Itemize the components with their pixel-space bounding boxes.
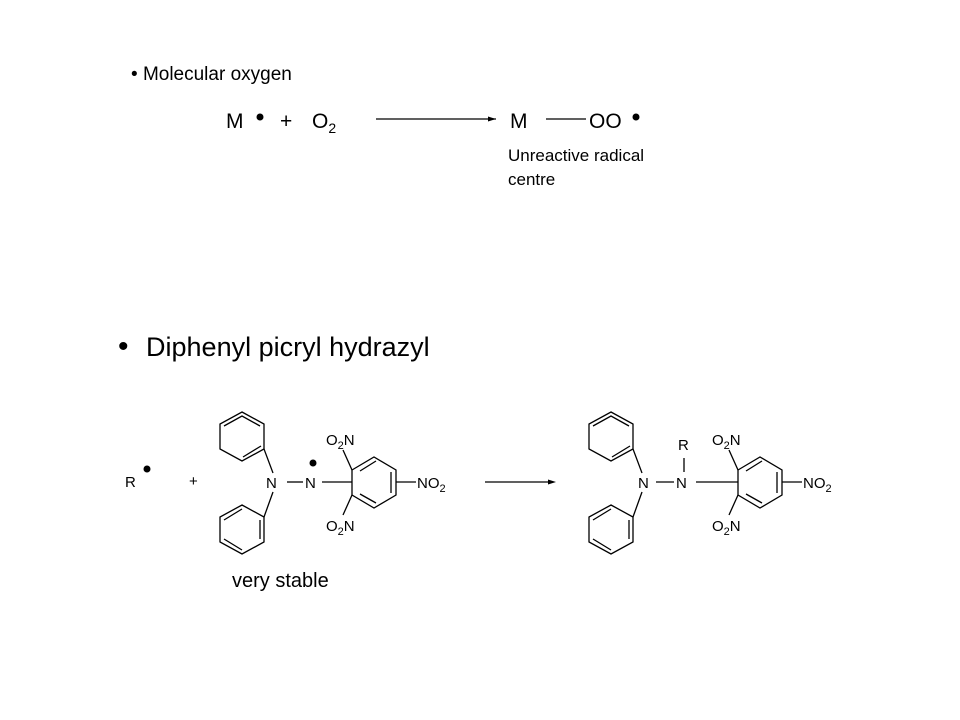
unreactive-note: Unreactive radical centre bbox=[508, 144, 708, 192]
reactant-m: M bbox=[226, 110, 244, 133]
nitro-bottom: O2N bbox=[326, 518, 355, 538]
oxygen-symbol: O2 bbox=[312, 110, 336, 136]
product-oo: OO bbox=[589, 110, 622, 133]
bullet-molecular-oxygen: • Molecular oxygen bbox=[131, 64, 292, 86]
r-label: R bbox=[125, 474, 136, 491]
reaction-arrow-2-head bbox=[548, 479, 556, 485]
radical-dot-reactant bbox=[256, 113, 264, 121]
reaction-arrow-head bbox=[488, 116, 496, 122]
product-phenyl-lower bbox=[588, 504, 634, 555]
radical-dot-product bbox=[632, 113, 640, 121]
product-nitro-bottom: O2N bbox=[712, 518, 741, 538]
phenyl-ring-upper bbox=[219, 411, 265, 462]
note-line-1: Unreactive radical bbox=[508, 146, 645, 165]
product-r-label: R bbox=[678, 437, 689, 454]
product-n-label-2: N bbox=[676, 475, 687, 492]
bullet-dot: • bbox=[131, 64, 138, 85]
heading-molecular-oxygen: Molecular oxygen bbox=[142, 64, 292, 85]
picryl-ring bbox=[351, 456, 397, 509]
product-n-label-1: N bbox=[638, 475, 649, 492]
product-picryl-ring bbox=[737, 456, 783, 509]
dpph-molecule: N N O2N O2N NO2 bbox=[219, 411, 446, 555]
bullet-dpph: • Diphenyl picryl hydrazyl bbox=[118, 330, 430, 364]
product-molecule: N N R O2N O2N NO2 bbox=[588, 411, 832, 555]
caption-very-stable: very stable bbox=[232, 570, 329, 592]
product-nitro-right: NO2 bbox=[803, 475, 832, 495]
bullet-dot-2: • bbox=[118, 330, 129, 363]
n-label-2: N bbox=[305, 475, 316, 492]
r-radical-dot bbox=[143, 465, 151, 473]
product-m: M bbox=[510, 110, 528, 133]
nitro-top: O2N bbox=[326, 432, 355, 452]
note-line-2: centre bbox=[508, 170, 556, 189]
plus-sign-2: + bbox=[189, 473, 198, 490]
plus-sign: + bbox=[280, 110, 292, 133]
heading-dpph: Diphenyl picryl hydrazyl bbox=[146, 332, 430, 362]
product-nitro-top: O2N bbox=[712, 432, 741, 452]
product-phenyl-upper bbox=[588, 411, 634, 462]
phenyl-ring-lower bbox=[219, 504, 265, 555]
n-label-1: N bbox=[266, 475, 277, 492]
n-radical-dot bbox=[309, 459, 317, 467]
nitro-right: NO2 bbox=[417, 475, 446, 495]
